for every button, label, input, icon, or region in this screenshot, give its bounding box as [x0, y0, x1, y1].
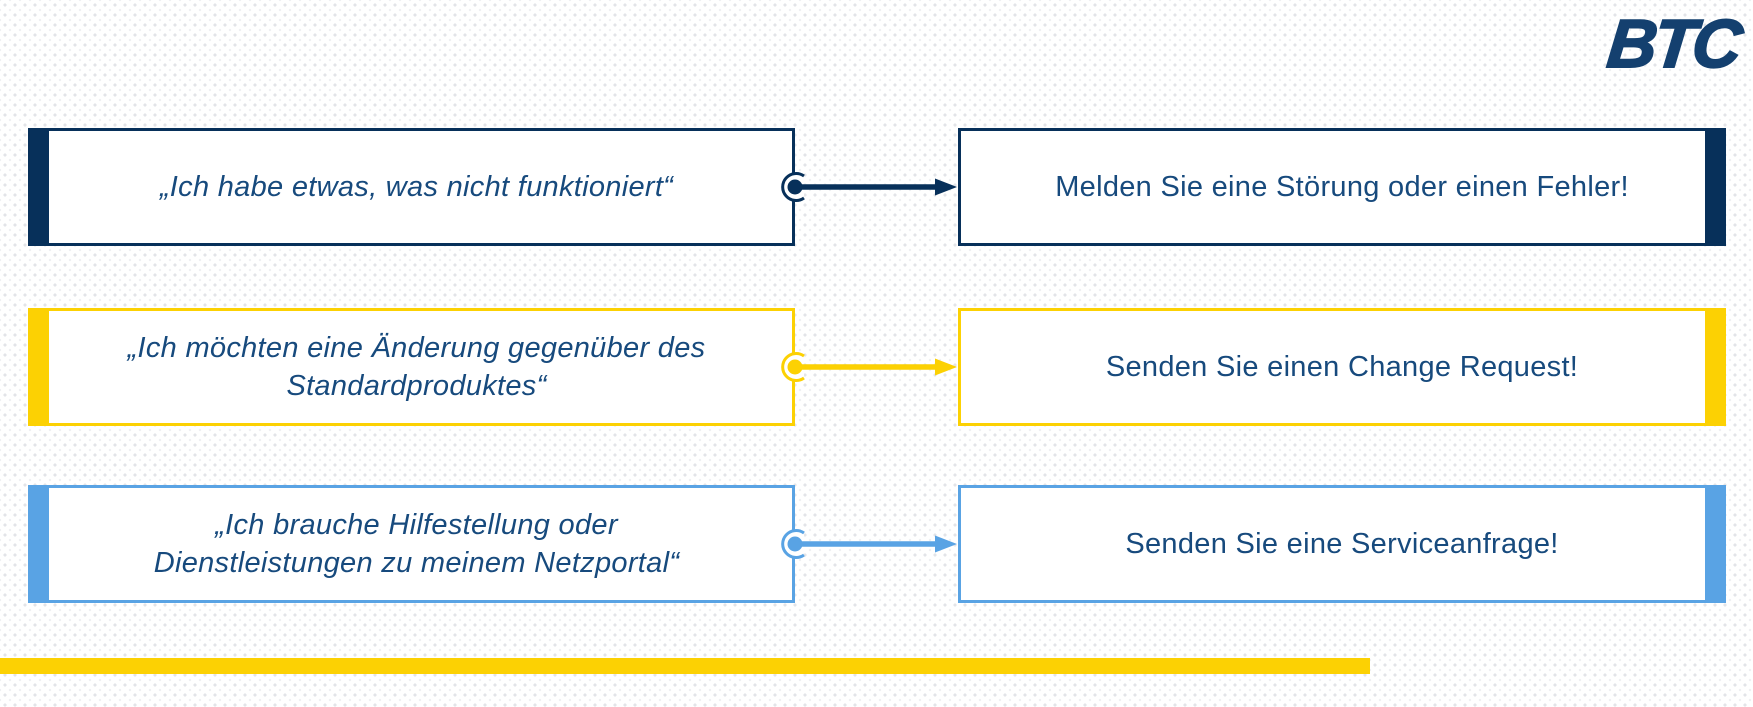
action-text: Senden Sie einen Change Request!: [1105, 350, 1579, 383]
quote-box: „Ich brauche Hilfestellung oder Dienstle…: [28, 485, 795, 603]
accent-bar: [28, 308, 49, 426]
accent-bar: [28, 485, 49, 603]
dot-circle-arrow-right-icon: [781, 172, 957, 202]
quote-text: „Ich brauche Hilfestellung oder Dienstle…: [153, 508, 680, 579]
action-text: Melden Sie eine Störung oder einen Fehle…: [1055, 170, 1629, 203]
quote-box: „Ich möchten eine Änderung gegenüber des…: [28, 308, 795, 426]
connector: [777, 165, 959, 209]
quote-text: „Ich habe etwas, was nicht funktioniert“: [159, 170, 674, 203]
flow-row-serviceanfrage: „Ich brauche Hilfestellung oder Dienstle…: [0, 485, 1753, 603]
footer-accent-bar: [0, 658, 1370, 674]
quote-box: „Ich habe etwas, was nicht funktioniert“: [28, 128, 795, 246]
accent-bar: [1705, 485, 1726, 603]
flow-row-stoerung: „Ich habe etwas, was nicht funktioniert“…: [0, 128, 1753, 246]
connector: [777, 345, 959, 389]
dot-circle-arrow-right-icon: [781, 352, 957, 382]
accent-bar: [28, 128, 49, 246]
accent-bar: [1705, 308, 1726, 426]
action-box: Melden Sie eine Störung oder einen Fehle…: [958, 128, 1726, 246]
connector: [777, 522, 959, 566]
btc-logo: BTC: [1603, 5, 1744, 83]
accent-bar: [1705, 128, 1726, 246]
action-text: Senden Sie eine Serviceanfrage!: [1125, 527, 1559, 560]
quote-text: „Ich möchten eine Änderung gegenüber des…: [127, 331, 706, 402]
dot-circle-arrow-right-icon: [781, 529, 957, 559]
flow-row-change-request: „Ich möchten eine Änderung gegenüber des…: [0, 308, 1753, 426]
action-box: Senden Sie einen Change Request!: [958, 308, 1726, 426]
action-box: Senden Sie eine Serviceanfrage!: [958, 485, 1726, 603]
